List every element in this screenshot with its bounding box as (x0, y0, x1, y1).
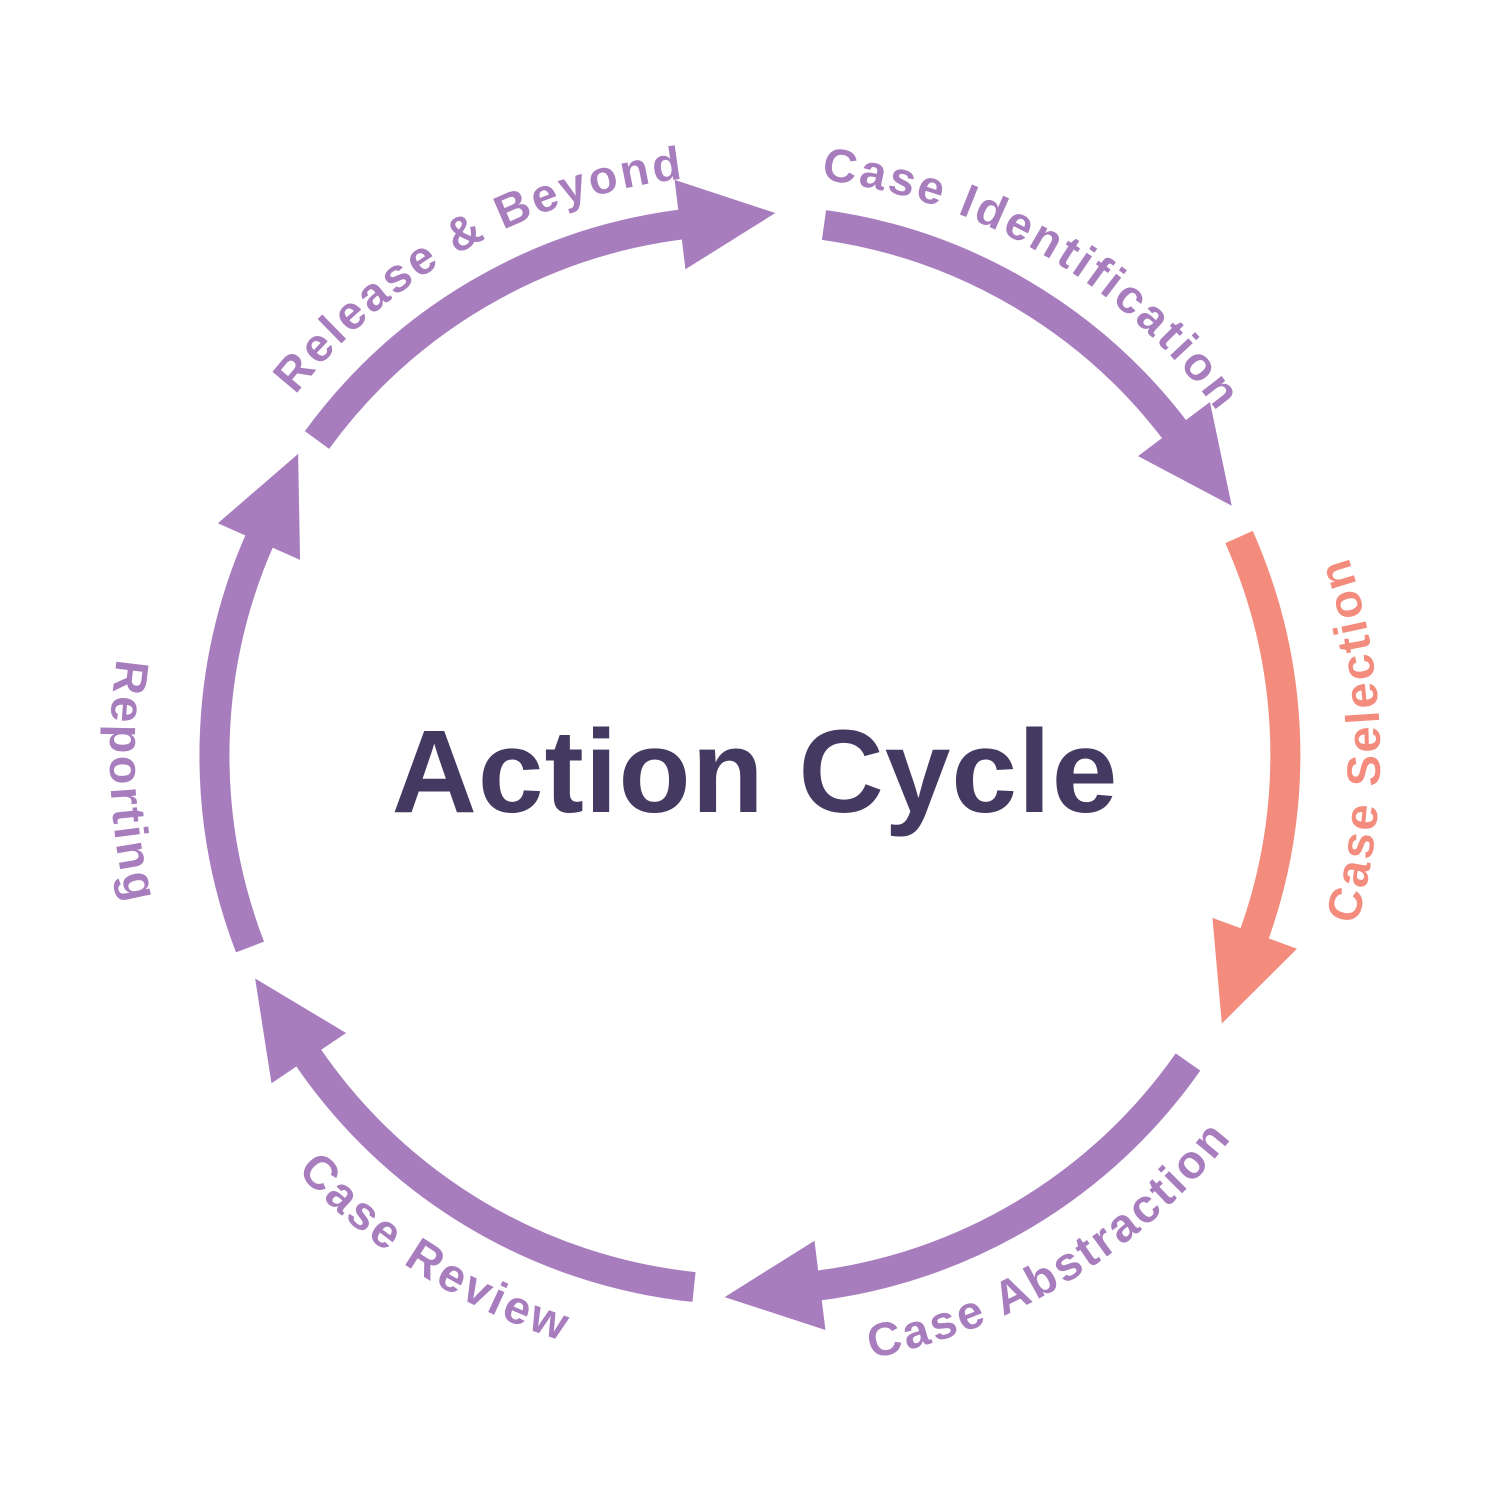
case-review-arrow-icon (255, 978, 696, 1302)
case-identification-arrow-icon (821, 210, 1232, 506)
reporting-arrow-icon (199, 453, 301, 953)
stage-label-reporting: Reporting (100, 657, 170, 908)
stage-label-case-abstraction: Case Abstraction (862, 1109, 1241, 1368)
stage-label-case-identification: Case Identification (819, 137, 1253, 420)
diagram-title: Action Cycle (392, 706, 1119, 838)
case-abstraction-arrow-icon (724, 1053, 1201, 1331)
release-beyond-arrow-icon (304, 179, 776, 449)
stage-label-case-selection: Case Selection (1306, 551, 1390, 927)
stage-label-release-beyond: Release & Beyond (262, 136, 687, 402)
case-selection-arrow-icon (1212, 530, 1301, 1024)
